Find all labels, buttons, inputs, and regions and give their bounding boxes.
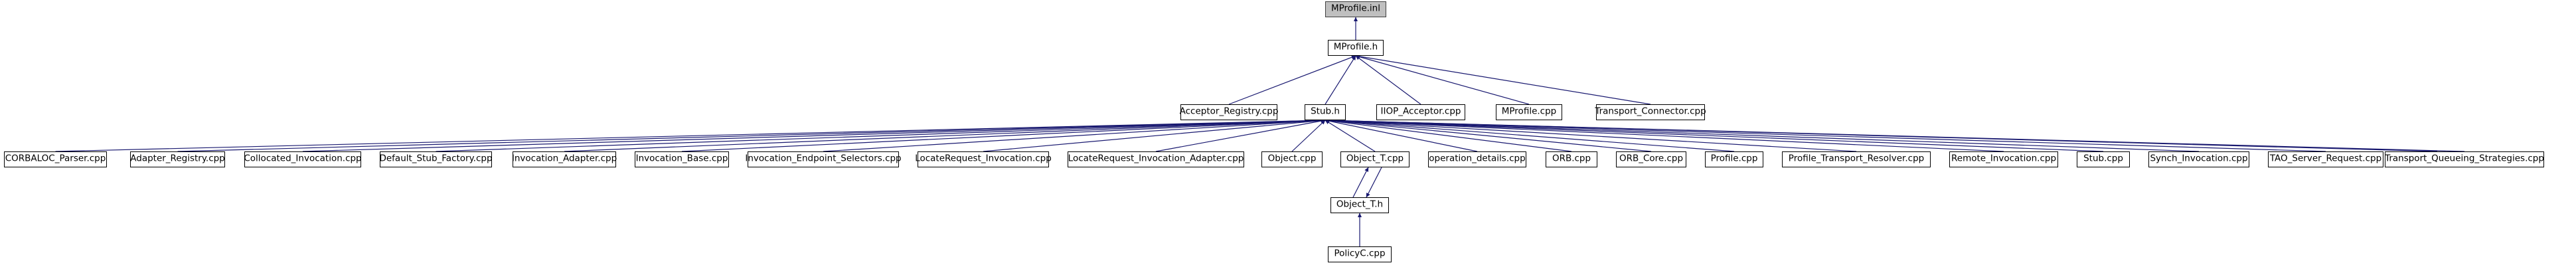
graph-node[interactable]: Stub.h	[1305, 104, 1346, 120]
graph-node[interactable]: Transport_Queueing_Strategies.cpp	[2385, 151, 2544, 167]
graph-node-label: CORBALOC_Parser.cpp	[5, 153, 106, 164]
graph-node-label: MProfile.inl	[1331, 3, 1380, 14]
graph-edge	[177, 118, 1326, 152]
graph-node[interactable]: IIOP_Acceptor.cpp	[1376, 104, 1465, 120]
graph-node-label: MProfile.cpp	[1501, 106, 1557, 117]
graph-edge	[1325, 118, 1572, 152]
graph-edge	[1325, 55, 1356, 105]
graph-edge	[1325, 119, 1478, 152]
graph-node[interactable]: Invocation_Endpoint_Selectors.cpp	[745, 151, 902, 167]
graph-node[interactable]: MProfile.cpp	[1496, 104, 1562, 120]
graph-node-label: Stub.cpp	[2083, 153, 2123, 164]
graph-node[interactable]: MProfile.inl	[1325, 1, 1386, 17]
graph-node-label: Object_T.cpp	[1346, 153, 1404, 164]
graph-node-label: MProfile.h	[1333, 41, 1378, 52]
graph-node-label: Collocated_Invocation.cpp	[244, 153, 362, 164]
graph-node-label: Profile_Transport_Resolver.cpp	[1788, 153, 1925, 164]
graph-node-label: ORB.cpp	[1552, 153, 1591, 164]
graph-node[interactable]: Profile_Transport_Resolver.cpp	[1782, 151, 1931, 167]
graph-edge	[1325, 118, 2104, 152]
graph-node[interactable]: TAO_Server_Request.cpp	[2268, 151, 2383, 167]
graph-node-label: Remote_Invocation.cpp	[1951, 153, 2057, 164]
graph-node[interactable]: LocateRequest_Invocation.cpp	[915, 151, 1052, 167]
graph-edge	[1325, 118, 2438, 152]
graph-edge	[1325, 118, 1735, 152]
graph-edge	[1325, 120, 1376, 152]
graph-node-label: Default_Stub_Factory.cpp	[379, 153, 493, 164]
graph-edge	[436, 118, 1326, 152]
graph-node[interactable]: Transport_Connector.cpp	[1595, 104, 1706, 120]
graph-edge	[1366, 167, 1382, 198]
graph-node[interactable]: Acceptor_Registry.cpp	[1179, 104, 1279, 120]
graph-edge	[983, 118, 1326, 152]
graph-edge	[823, 118, 1326, 152]
graph-edge	[1355, 54, 1530, 105]
graph-node[interactable]: Invocation_Adapter.cpp	[511, 151, 617, 167]
graph-node-label: operation_details.cpp	[1429, 153, 1526, 164]
graph-edge	[1355, 54, 1651, 105]
graph-edge	[564, 118, 1326, 152]
graph-node-label: Invocation_Base.cpp	[635, 153, 728, 164]
graph-node[interactable]: operation_details.cpp	[1428, 151, 1526, 167]
graph-node[interactable]: Profile.cpp	[1705, 151, 1763, 167]
graph-node-label: Profile.cpp	[1710, 153, 1758, 164]
graph-edge	[1228, 55, 1356, 105]
graph-node-label: IIOP_Acceptor.cpp	[1380, 106, 1461, 117]
graph-node[interactable]: LocateRequest_Invocation_Adapter.cpp	[1068, 151, 1244, 167]
graph-edge	[1325, 118, 1652, 152]
graph-node[interactable]: Synch_Invocation.cpp	[2148, 151, 2249, 167]
graph-node-label: Invocation_Adapter.cpp	[511, 153, 617, 164]
graph-node[interactable]: Adapter_Registry.cpp	[130, 151, 225, 167]
graph-edge	[681, 118, 1326, 152]
graph-edge	[1325, 118, 2326, 152]
graph-edge	[302, 118, 1326, 152]
graph-node[interactable]: Object_T.cpp	[1340, 151, 1409, 167]
graph-node[interactable]: CORBALOC_Parser.cpp	[4, 151, 107, 167]
graph-node[interactable]: PolicyC.cpp	[1328, 246, 1392, 262]
graph-edge	[1325, 118, 2004, 152]
graph-edge	[1291, 120, 1326, 152]
graph-node[interactable]: ORB.cpp	[1546, 151, 1597, 167]
graph-node-label: LocateRequest_Invocation.cpp	[915, 153, 1052, 164]
graph-node-label: Synch_Invocation.cpp	[2150, 153, 2248, 164]
graph-node[interactable]: Default_Stub_Factory.cpp	[379, 151, 493, 167]
graph-node[interactable]: Remote_Invocation.cpp	[1949, 151, 2058, 167]
graph-node[interactable]: Collocated_Invocation.cpp	[244, 151, 362, 167]
graph-node[interactable]: Object.cpp	[1261, 151, 1323, 167]
graph-node[interactable]: Stub.cpp	[2077, 151, 2130, 167]
graph-node-label: LocateRequest_Invocation_Adapter.cpp	[1068, 153, 1244, 164]
graph-node-label: Invocation_Endpoint_Selectors.cpp	[745, 153, 902, 164]
graph-node[interactable]: MProfile.h	[1328, 40, 1384, 56]
graph-node-label: TAO_Server_Request.cpp	[2269, 153, 2382, 164]
graph-node-label: Adapter_Registry.cpp	[130, 153, 225, 164]
graph-edge	[1352, 167, 1369, 198]
graph-node-label: Acceptor_Registry.cpp	[1179, 106, 1279, 117]
graph-node[interactable]: Object_T.h	[1330, 197, 1389, 213]
graph-edge	[1155, 119, 1326, 152]
graph-node[interactable]: ORB_Core.cpp	[1616, 151, 1686, 167]
graph-edge	[1325, 118, 1857, 152]
graph-node-label: PolicyC.cpp	[1334, 248, 1386, 259]
graph-edge	[55, 118, 1326, 152]
graph-node-label: Object.cpp	[1267, 153, 1317, 164]
graph-edge	[1325, 118, 2465, 152]
graph-node-label: Transport_Connector.cpp	[1595, 106, 1706, 117]
graph-node-label: Stub.h	[1311, 106, 1340, 117]
graph-edge	[1355, 55, 1421, 105]
graph-edge	[1325, 118, 2200, 152]
graph-node-label: Object_T.h	[1336, 199, 1384, 210]
graph-node-label: Transport_Queueing_Strategies.cpp	[2385, 153, 2544, 164]
graph-node[interactable]: Invocation_Base.cpp	[635, 151, 729, 167]
graph-node-label: ORB_Core.cpp	[1619, 153, 1684, 164]
